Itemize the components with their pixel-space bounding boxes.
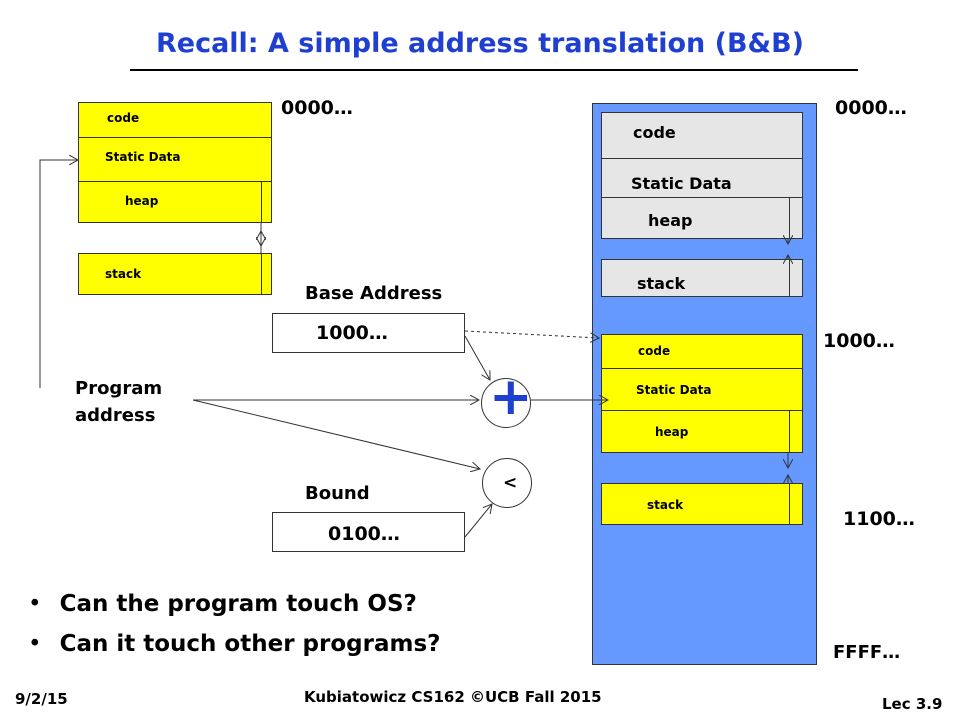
prog-segment-code: code (601, 334, 803, 369)
phys-address-0000: 0000… (835, 97, 907, 119)
bullet-question-os: Can the program touch OS? (28, 584, 440, 624)
segment-code: code (78, 102, 272, 138)
adder-circle: + (481, 367, 533, 428)
footer-date: 9/2/15 (15, 690, 68, 708)
bullet-question-programs: Can it touch other programs? (28, 624, 441, 664)
footer-lecture: Lec 3.9 (882, 695, 943, 713)
base-register: 1000… (272, 313, 465, 353)
base-address-label: Base Address (305, 283, 443, 304)
os-segment-code: code (601, 112, 803, 159)
prog-heap-edge (789, 411, 790, 453)
os-heap-edge (789, 198, 790, 239)
page-title: Recall: A simple address translation (B&… (155, 28, 805, 59)
segment-stack: stack (78, 253, 272, 295)
prog-segment-heap: heap (601, 410, 803, 453)
os-segment-stack: stack (601, 259, 803, 297)
heap-edge (261, 182, 262, 223)
bound-register: 0100… (272, 512, 465, 552)
less-than-icon: < (503, 473, 518, 493)
plus-icon: + (489, 367, 533, 427)
program-start-address: 0000… (281, 97, 353, 119)
question-list: Can the program touch OS? Can it touch o… (28, 584, 441, 664)
bound-label: Bound (305, 483, 370, 504)
phys-address-ffff: FFFF… (833, 642, 901, 663)
os-segment-static-data: Static Data (601, 158, 803, 198)
segment-heap: heap (78, 181, 272, 223)
os-stack-edge (789, 260, 790, 297)
os-segment-heap: heap (601, 197, 803, 239)
stack-edge (261, 254, 262, 295)
phys-address-1100: 1100… (843, 508, 915, 530)
prog-segment-stack: stack (601, 483, 803, 525)
title-underline (130, 69, 858, 71)
program-address-label: Program address (75, 378, 163, 426)
phys-address-1000: 1000… (823, 330, 895, 352)
prog-stack-edge (789, 484, 790, 525)
footer-course: Kubiatowicz CS162 ©UCB Fall 2015 (304, 688, 602, 706)
comparator-circle: < (482, 458, 532, 508)
